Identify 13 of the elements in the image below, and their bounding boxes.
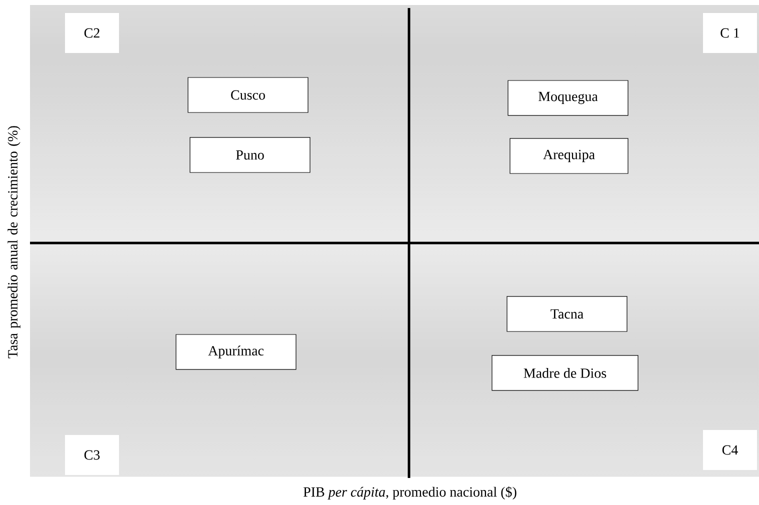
quadrant-label: C4 — [703, 430, 757, 470]
region-box: Puno — [190, 137, 310, 173]
axis-label: Tasa promedio anual de crecimiento (%) — [8, 126, 20, 358]
axis-label: PIB per cápita, promedio nacional ($) — [304, 486, 516, 500]
region-box: Apurímac — [176, 334, 296, 370]
region-box: Moquegua — [508, 80, 628, 116]
region-box: Tacna — [506, 296, 628, 332]
region-box: Cusco — [188, 77, 308, 113]
quadrant-label: C 1 — [703, 13, 757, 53]
quadrant-label: C3 — [65, 434, 119, 475]
region-box: Madre de Dios — [492, 355, 638, 391]
quadrant-label: C2 — [65, 13, 119, 53]
region-box: Arequipa — [510, 138, 628, 174]
